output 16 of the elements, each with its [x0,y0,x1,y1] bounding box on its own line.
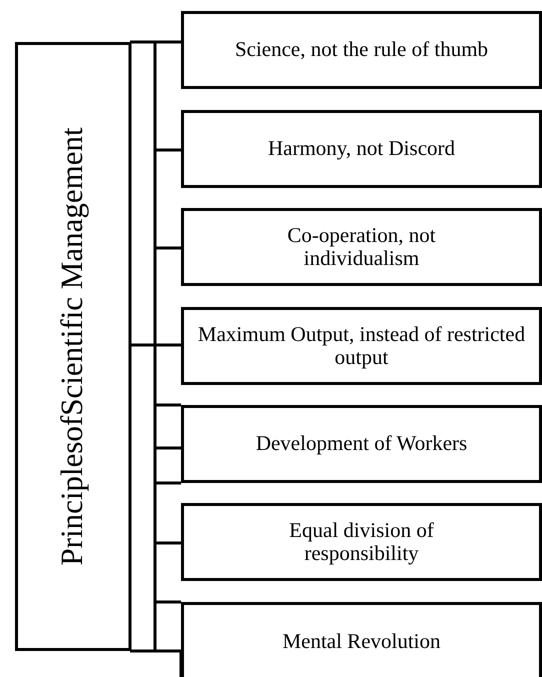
principle-box [181,503,542,581]
principle-box [181,307,542,385]
principle-box [181,602,542,677]
title-text: PrinciplesofScientific Management [53,126,90,568]
principle-text: Equal division of responsibility [288,518,435,566]
principle-text: Science, not the rule of thumb [234,38,488,62]
principle-box [181,208,542,286]
principle-box [181,110,542,188]
title-box [15,42,130,651]
principle-text: Co-operation, not individualism [286,224,437,270]
principle-box [181,11,542,89]
principle-text: Mental Revolution [282,630,441,654]
principle-text: Harmony, not Discord [268,137,456,161]
principle-text: Development of Workers [256,432,468,456]
principle-box [181,405,542,483]
principle-text: Maximum Output, instead of restricted output [196,322,526,370]
